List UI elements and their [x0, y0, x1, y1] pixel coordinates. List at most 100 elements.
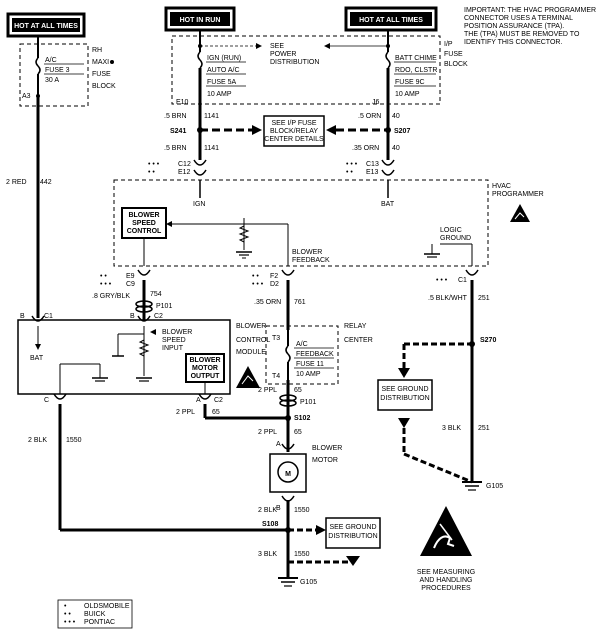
wire-blk-1550-left: 2 BLK: [28, 437, 47, 444]
relay-center-box: T3 T4 A/C FEEDBACK FUSE 11 10 AMP: [265, 325, 339, 385]
ip-details-line: BLOCK/RELAY: [270, 128, 318, 135]
esd-warning-icon: [236, 366, 260, 388]
connector-c12: C12: [178, 161, 191, 168]
wire-blk-251: 3 BLK: [442, 425, 461, 432]
ip-block-label: BLOCK: [444, 61, 468, 68]
wire-orn-761: .35 ORN: [254, 299, 281, 306]
bmo-line: BLOWER: [189, 357, 220, 364]
conn-c1-left: C1: [44, 313, 53, 320]
note-line: POSITION ASSURANCE (TPA).: [464, 23, 564, 30]
ground-g105-bottom: G105: [300, 579, 317, 586]
dots: • •: [100, 273, 107, 280]
note-line: IDENTIFY THIS CONNECTOR.: [464, 39, 562, 46]
legend-label: BUICK: [84, 611, 106, 618]
center-label: CENTER: [344, 337, 373, 344]
maxi-fuse-block: A/C FUSE 3 30 A A3 RH MAXI FUSE BLOCK: [19, 36, 116, 107]
connector-e9: E9: [126, 273, 135, 280]
blower-feedback-2: FEEDBACK: [292, 257, 330, 264]
dots: • • •: [346, 161, 358, 168]
fuse-batt-fuse: FUSE 9C: [395, 79, 425, 86]
bcm-label: CONTROL: [236, 337, 270, 344]
bsc-line: BLOWER: [128, 212, 159, 219]
connector-d2: D2: [270, 281, 279, 288]
rc-fuse-num: FUSE 11: [296, 361, 324, 368]
relay-label: RELAY: [344, 323, 367, 330]
bmo-line: MOTOR: [192, 365, 218, 372]
important-note: IMPORTANT: THE HVAC PROGRAMMER CONNECTOR…: [464, 7, 596, 46]
maxi-label: MAXI: [92, 59, 109, 66]
fuse-ign-rating: 10 AMP: [207, 91, 232, 98]
legend: • OLDSMOBILE • • BUICK • • • PONTIAC: [57, 599, 133, 629]
wire-brn-1141-top: .5 BRN: [164, 113, 187, 120]
bmo-line: OUTPUT: [191, 373, 221, 380]
circuit-1141-bot: 1141: [204, 145, 219, 152]
sgb-line: SEE GROUND: [329, 524, 376, 531]
wire-blk-1550-mid: 2 BLK: [258, 507, 277, 514]
bcm-label: BLOWER: [236, 323, 266, 330]
legend-dots: •: [64, 603, 67, 610]
terminal-j6: J6: [372, 99, 380, 106]
conn-b-left: B: [20, 313, 25, 320]
conn-a: A: [196, 397, 201, 404]
p101-mid: P101: [300, 399, 316, 406]
bsc-line: SPEED: [132, 220, 156, 227]
ip-fuse-label: FUSE: [444, 51, 463, 58]
circuit-761: 761: [294, 299, 306, 306]
wire-gry-blk: .8 GRY/BLK: [92, 293, 130, 300]
ip-relay-details-box: SEE I/P FUSE BLOCK/RELAY CENTER DETAILS: [263, 115, 325, 147]
rc-fuse-name: A/C: [296, 341, 308, 348]
ip-label: I/P: [444, 41, 453, 48]
ground-g105-right: G105: [486, 483, 503, 490]
fuse-ign-name: IGN (RUN): [207, 55, 241, 62]
measuring-line: PROCEDURES: [421, 585, 471, 592]
splice-s102: S102: [294, 415, 310, 422]
logic-ground-1: LOGIC: [440, 227, 462, 234]
wire-ppl-65-b: 2 PPL: [258, 387, 277, 394]
ip-details-line: SEE I/P FUSE: [272, 120, 317, 127]
circuit-251-b: 251: [478, 425, 490, 432]
bat-label: BAT: [381, 201, 395, 208]
bsi-line: BLOWER: [162, 329, 192, 336]
motor-label-2: MOTOR: [312, 457, 338, 464]
p101-left: P101: [156, 303, 172, 310]
circuit-251: 251: [478, 295, 490, 302]
hvac-label-2: PROGRAMMER: [492, 191, 544, 198]
hvac-programmer-box: IGN BAT: [113, 179, 489, 267]
splice-s241: S241: [170, 128, 186, 135]
ign-label: IGN: [193, 201, 205, 208]
terminal-label: A3: [22, 93, 31, 100]
wire-blk-1550-bot: 3 BLK: [258, 551, 277, 558]
fuse-ign-circuit: AUTO A/C: [207, 67, 240, 74]
dots: • • •: [252, 281, 264, 288]
blower-speed-control-box: BLOWER SPEED CONTROL: [121, 207, 167, 239]
wire-red-442: 2 RED: [6, 179, 27, 186]
connector-e12: E12: [178, 169, 191, 176]
measuring-line: SEE MEASURING: [417, 569, 475, 576]
conn-c2-bot: C2: [214, 397, 223, 404]
conn-c: C: [44, 397, 49, 404]
dots: • •: [252, 273, 259, 280]
bsi-line: INPUT: [162, 345, 184, 352]
circuit-442: 442: [40, 179, 52, 186]
dots: • •: [346, 169, 353, 176]
rc-fuse-rating: 10 AMP: [296, 371, 321, 378]
legend-label: OLDSMOBILE: [84, 603, 130, 610]
wire-ppl-65-a: 2 PPL: [176, 409, 195, 416]
legend-dots: • •: [64, 611, 71, 618]
wire-orn-40-bot: .35 ORN: [352, 145, 379, 152]
dots: • •: [148, 169, 155, 176]
see-ground-bottom-box: SEE GROUND DISTRIBUTION: [325, 517, 381, 549]
measuring-line: AND HANDLING: [420, 577, 473, 584]
esd-warning-icon: [510, 204, 530, 222]
fuse-batt-rating: 10 AMP: [395, 91, 420, 98]
connector-c9: C9: [126, 281, 135, 288]
fuse-number: FUSE 3: [45, 67, 70, 74]
circuit-40-bot: 40: [392, 145, 400, 152]
dots: • • •: [100, 281, 112, 288]
connector-e13: E13: [366, 169, 379, 176]
circuit-1141-top: 1141: [204, 113, 219, 120]
see-ground-right-box: SEE GROUND DISTRIBUTION: [377, 379, 433, 411]
header-label: HOT AT ALL TIMES: [359, 17, 423, 24]
fuse-batt-circuit: RDO, CLSTR: [395, 67, 437, 74]
